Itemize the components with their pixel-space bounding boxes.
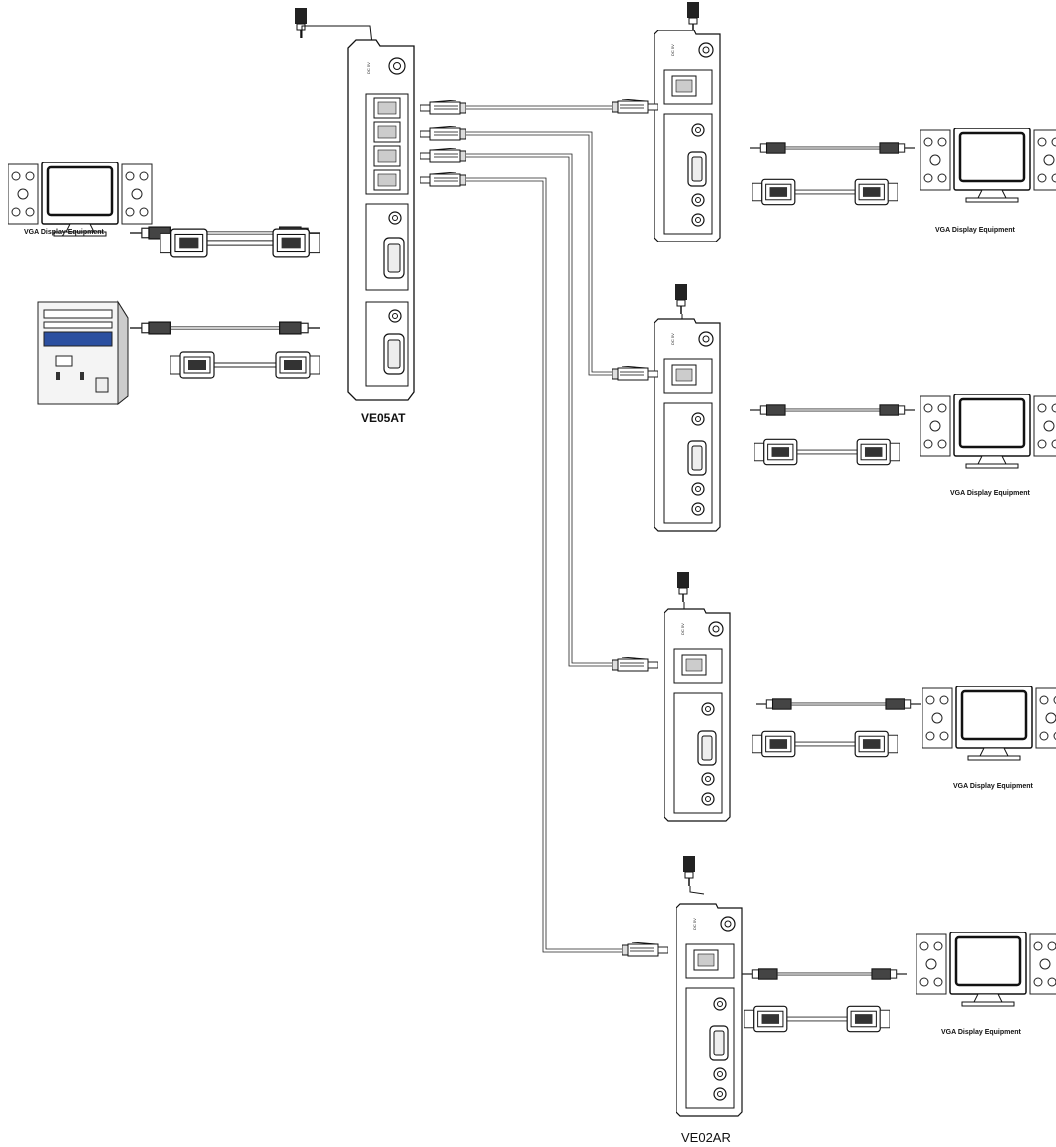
- remote-display-3-label: VGA Display Equipment: [953, 783, 1034, 790]
- rj45-plug-2: [420, 126, 466, 141]
- remote-display-1: VGA Display Equipment: [920, 128, 1056, 234]
- svg-text:DC 5V: DC 5V: [366, 62, 371, 74]
- receiver-unit-4: VE02AR: [676, 856, 743, 1145]
- receiver-1-audio-cable: [750, 142, 915, 154]
- cat5-cables: [466, 105, 622, 953]
- receiver-unit-3: [664, 572, 731, 822]
- receiver-4-audio-cable: [742, 968, 907, 980]
- receiver-3-rj45-plug: [612, 657, 658, 672]
- local-display: VGA Display Equipment: [8, 162, 154, 238]
- rj45-plug-3: [420, 148, 466, 163]
- receiver-3-audio-cable: [756, 698, 921, 710]
- receiver-unit-1: [654, 2, 721, 242]
- transmitter-unit: DC 5V VE05AT: [294, 8, 415, 425]
- rj45-plug-1: [420, 100, 466, 115]
- receiver-1-rj45-plug: [612, 99, 658, 114]
- remote-display-2-label: VGA Display Equipment: [950, 490, 1031, 497]
- receiver-4-vga-cable: [744, 1005, 890, 1033]
- receiver-2-rj45-plug: [612, 366, 658, 381]
- transmitter-label: VE05AT: [361, 411, 406, 425]
- receiver-2-audio-cable: [750, 404, 915, 416]
- remote-display-1-label: VGA Display Equipment: [935, 227, 1016, 234]
- pc-vga-cable: [170, 351, 320, 379]
- receiver-1-vga-cable: [752, 178, 898, 206]
- receiver-4-rj45-plug: [622, 942, 668, 957]
- remote-display-4-label: VGA Display Equipment: [941, 1029, 1022, 1036]
- pc-computer-icon: [37, 300, 129, 406]
- remote-display-2: VGA Display Equipment: [920, 394, 1056, 497]
- rj45-plug-4: [420, 172, 466, 187]
- receiver-label: VE02AR: [681, 1130, 731, 1145]
- local-vga-cable: [160, 228, 320, 258]
- receiver-3-vga-cable: [752, 730, 898, 758]
- pc-audio-cable: [130, 321, 320, 335]
- remote-display-3: VGA Display Equipment: [922, 686, 1056, 790]
- receiver-2-vga-cable: [754, 438, 900, 466]
- local-display-label: VGA Display Equipment: [24, 229, 105, 236]
- remote-display-4: VGA Display Equipment: [916, 932, 1056, 1036]
- receiver-unit-2: [654, 284, 721, 532]
